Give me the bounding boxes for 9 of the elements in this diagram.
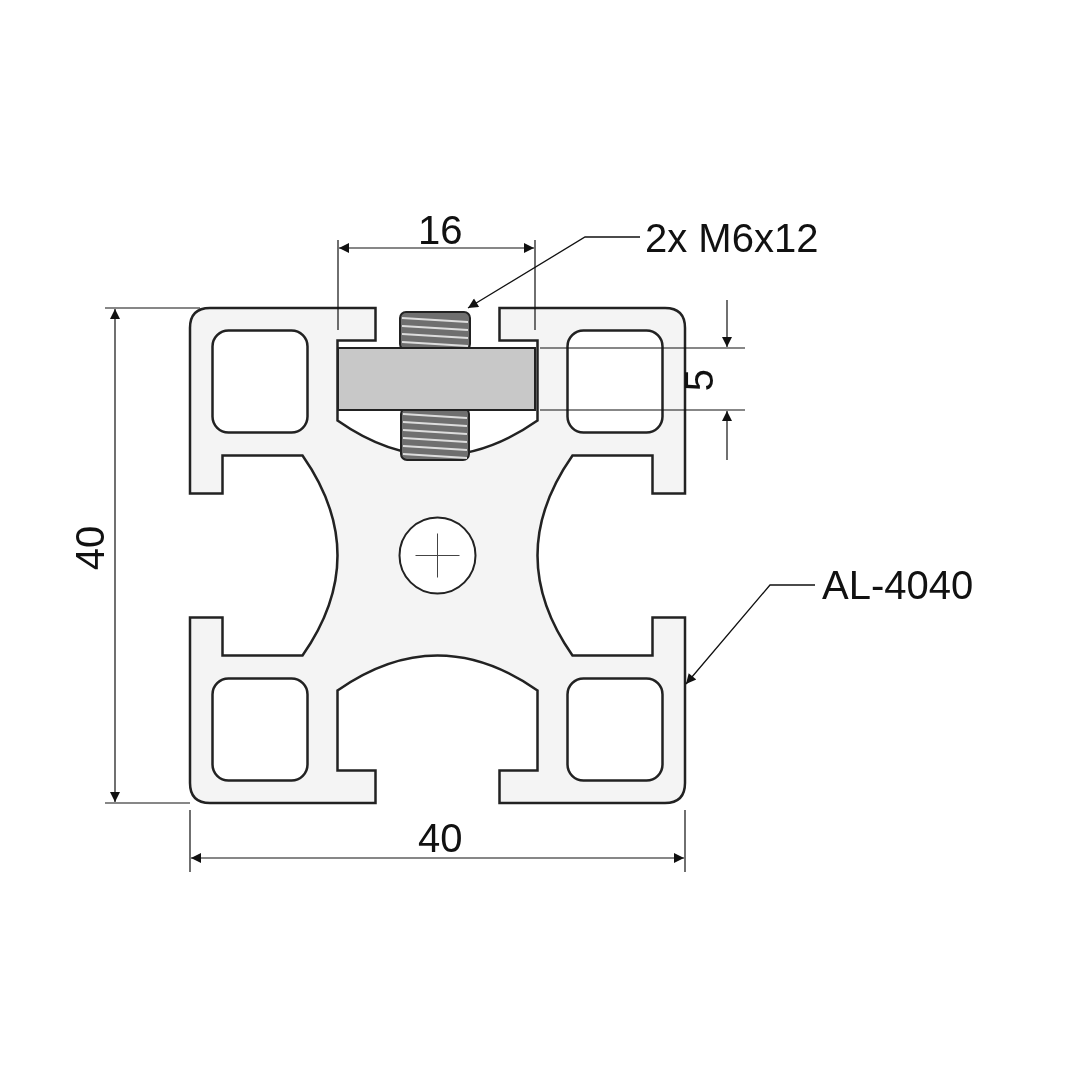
dimension-text: 40 [70,525,111,571]
callout-text: AL-4040 [822,565,974,605]
callout-text: 2x M6x12 [645,218,819,258]
leader-line [467,236,641,309]
dimension-text: 40 [418,818,463,858]
screw-drawing [337,311,536,461]
dimension-text: 16 [418,210,463,250]
leader-line [685,584,816,685]
dimension-text: 5 [679,368,720,392]
